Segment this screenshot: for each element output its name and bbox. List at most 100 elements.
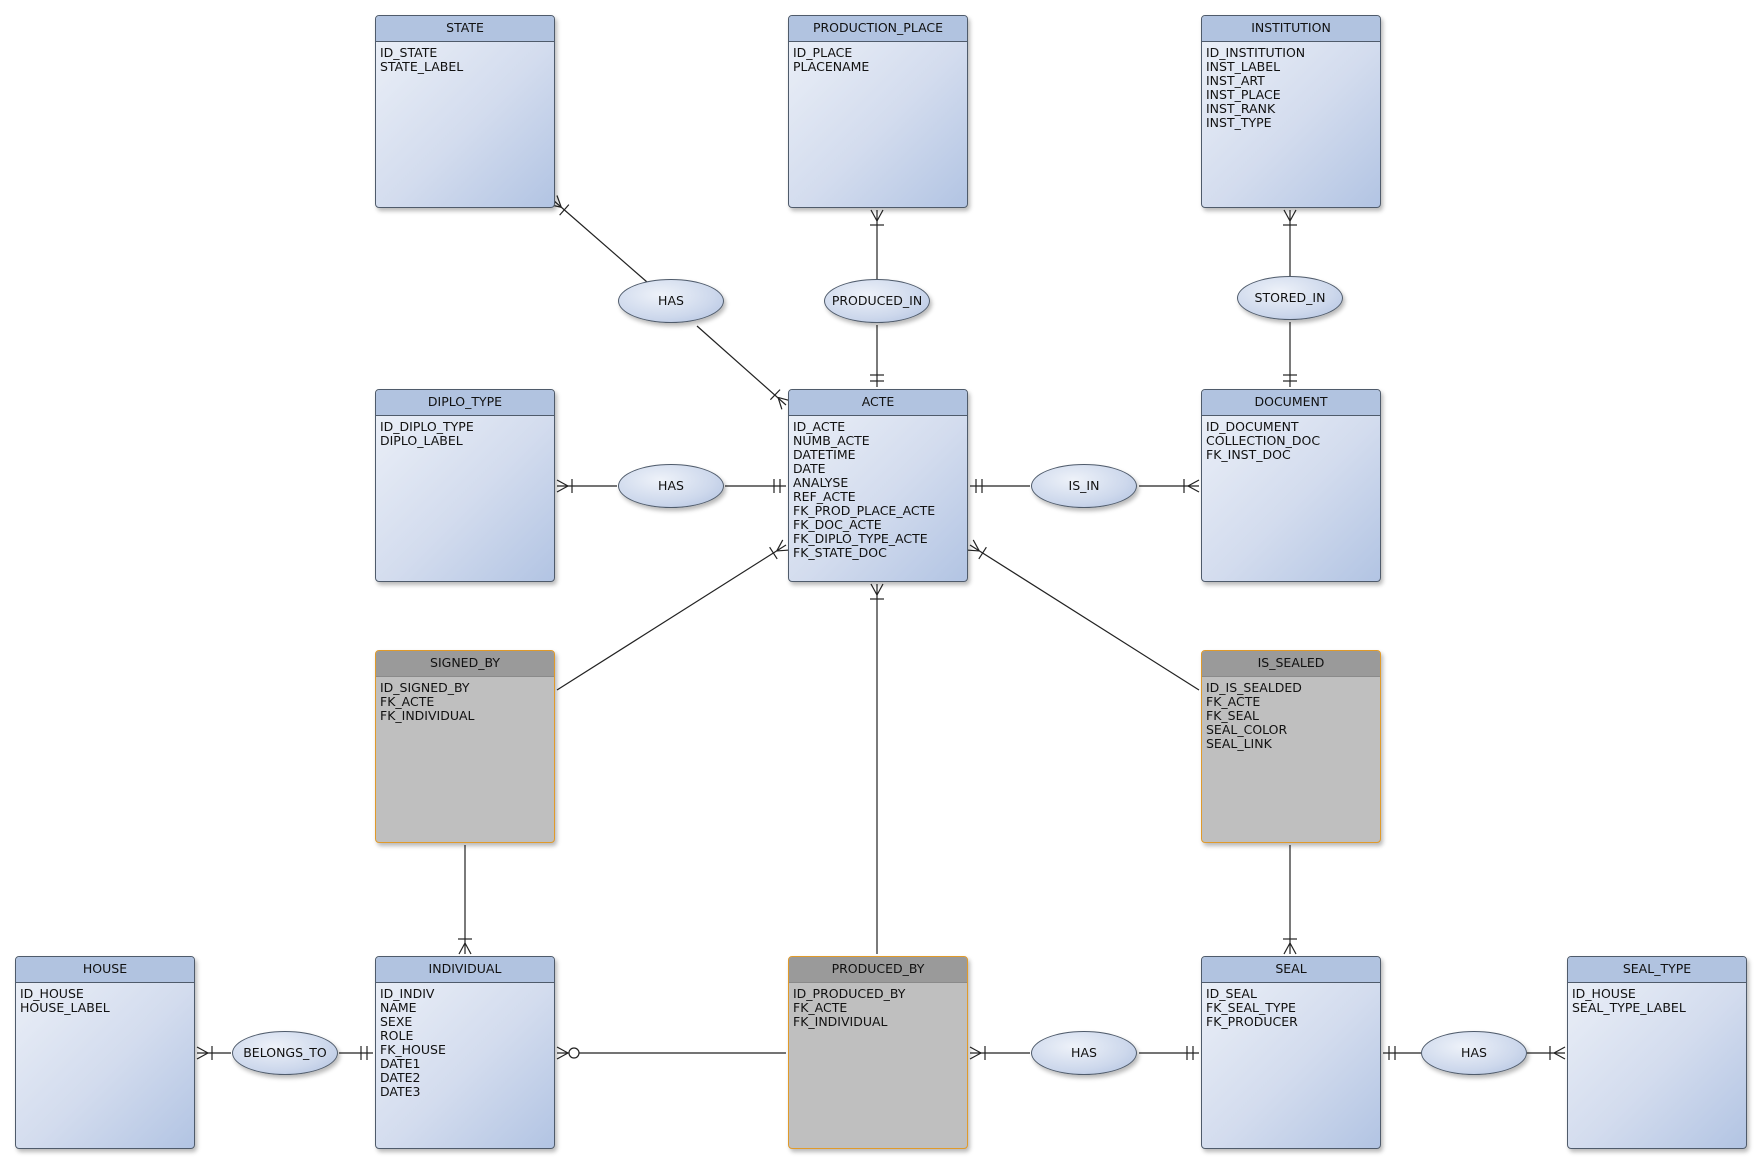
one-or-many-marker [870, 583, 884, 600]
attribute: DATE2 [380, 1070, 421, 1085]
one-and-only-one-marker [1283, 374, 1297, 382]
zero-or-many-marker [556, 1046, 580, 1060]
attribute: ID_SEAL [1206, 986, 1257, 1001]
attribute: ID_IS_SEALDED [1206, 680, 1302, 695]
attribute: DATE1 [380, 1056, 421, 1071]
attribute: ANALYSE [793, 475, 849, 490]
attribute: HOUSE_LABEL [20, 1000, 110, 1015]
one-and-only-one-marker [975, 479, 983, 493]
attribute: FK_DIPLO_TYPE_ACTE [793, 531, 928, 546]
entity-title: DOCUMENT [1202, 390, 1380, 416]
attribute: ID_STATE [380, 45, 438, 60]
one-or-many-marker [1283, 209, 1297, 226]
relationship-has-diplo[interactable]: HAS [618, 464, 724, 508]
attribute: INST_TYPE [1206, 115, 1272, 130]
entity-title: PRODUCTION_PLACE [789, 16, 967, 42]
one-and-only-one-marker [360, 1046, 368, 1060]
attribute: STATE_LABEL [380, 59, 464, 74]
attribute: FK_HOUSE [380, 1042, 446, 1057]
connection-line [969, 544, 1200, 691]
entity-title: STATE [376, 16, 554, 42]
attribute: INST_ART [1206, 73, 1265, 88]
attribute: SEAL_COLOR [1206, 722, 1288, 737]
entity-title: SEAL [1202, 957, 1380, 983]
one-or-many-marker [1183, 479, 1200, 493]
one-or-many-marker [769, 539, 790, 560]
attribute: ROLE [380, 1028, 414, 1043]
entity-title: PRODUCED_BY [789, 957, 967, 983]
attribute: FK_INDIVIDUAL [793, 1014, 888, 1029]
entity-title: IS_SEALED [1202, 651, 1380, 677]
one-and-only-one-marker [773, 479, 781, 493]
connection-line [556, 544, 787, 691]
attribute: ID_SIGNED_BY [380, 680, 470, 695]
one-or-many-marker [870, 209, 884, 226]
relationship-has-seal-type[interactable]: HAS [1421, 1031, 1527, 1075]
relationship-has-state[interactable]: HAS [618, 279, 724, 323]
relationship-produced-in[interactable]: PRODUCED_IN [824, 279, 930, 323]
attribute: ID_DOCUMENT [1206, 419, 1299, 434]
attribute: INST_LABEL [1206, 59, 1281, 74]
attribute: ID_HOUSE [1572, 986, 1636, 1001]
attribute: ID_PLACE [793, 45, 853, 60]
attribute: FK_SEAL [1206, 708, 1259, 723]
one-or-many-marker [556, 479, 573, 493]
attribute: PLACENAME [793, 59, 870, 74]
attribute: FK_ACTE [1206, 694, 1261, 709]
attribute: DATE3 [380, 1084, 421, 1099]
attribute: DATETIME [793, 447, 856, 462]
relationship-is-in[interactable]: IS_IN [1031, 464, 1137, 508]
attribute: DIPLO_LABEL [380, 433, 463, 448]
attribute: NAME [380, 1000, 417, 1015]
attribute: SEAL_LINK [1206, 736, 1272, 751]
connection-line [552, 199, 648, 283]
attribute: ID_INDIV [380, 986, 435, 1001]
attribute: FK_STATE_DOC [793, 545, 887, 560]
entity-title: DIPLO_TYPE [376, 390, 554, 416]
relationship-has-seal[interactable]: HAS [1031, 1031, 1137, 1075]
entity-title: INSTITUTION [1202, 16, 1380, 42]
one-or-many-marker [1549, 1046, 1566, 1060]
entity-title: SEAL_TYPE [1568, 957, 1746, 983]
attribute: FK_PROD_PLACE_ACTE [793, 503, 936, 518]
attribute: SEXE [380, 1014, 413, 1029]
attribute: ID_HOUSE [20, 986, 84, 1001]
entity-title: INDIVIDUAL [376, 957, 554, 983]
attribute: ID_ACTE [793, 419, 846, 434]
one-and-only-one-marker [1388, 1046, 1396, 1060]
attribute: DATE [793, 461, 826, 476]
one-or-many-marker [966, 539, 987, 560]
one-or-many-marker [969, 1046, 986, 1060]
attribute: NUMB_ACTE [793, 433, 870, 448]
entity-title: HOUSE [16, 957, 194, 983]
entity-title: SIGNED_BY [376, 651, 554, 677]
attribute: FK_DOC_ACTE [793, 517, 882, 532]
relationship-belongs-to[interactable]: BELONGS_TO [232, 1031, 338, 1075]
attribute: INST_PLACE [1206, 87, 1281, 102]
one-or-many-marker [196, 1046, 213, 1060]
attribute: FK_ACTE [380, 694, 435, 709]
relationship-stored-in[interactable]: STORED_IN [1237, 276, 1343, 320]
